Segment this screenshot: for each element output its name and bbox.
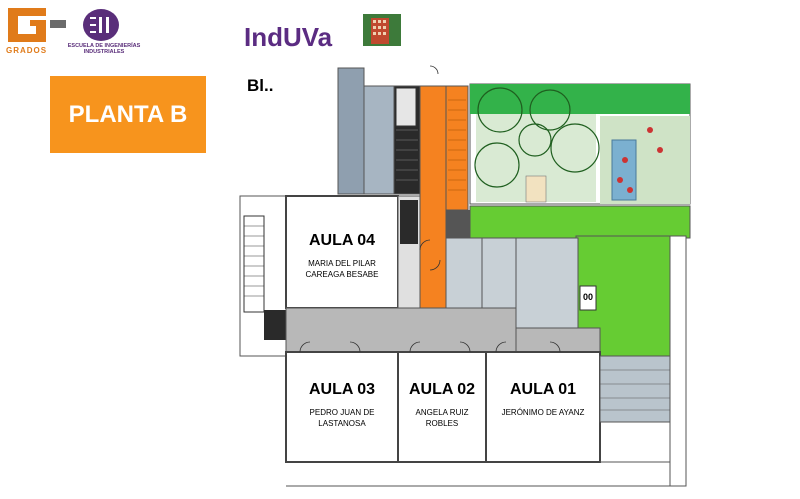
- aula-04-title: AULA 04: [308, 232, 376, 249]
- office-a: [445, 237, 483, 315]
- block-label: Bl..: [247, 76, 274, 95]
- aula-04-name: MARIA DEL PILAR CAREAGA BESABE: [305, 259, 379, 279]
- aula-01-name: JERÓNIMO DE AYANZ: [501, 408, 585, 417]
- aula-01-title: AULA 01: [509, 381, 577, 398]
- dark-mat: [264, 310, 286, 340]
- flowers: [617, 127, 663, 193]
- grados-logo-icon: [8, 8, 66, 42]
- eii-logo-icon: [83, 9, 119, 41]
- office-c: [515, 237, 579, 329]
- aula-02-title: AULA 02: [408, 381, 476, 398]
- stairwell-left-block: [337, 67, 365, 195]
- grados-logo-text: GRADOS: [6, 46, 48, 55]
- green-terrace-top: [469, 205, 691, 239]
- service-block: [363, 85, 395, 195]
- dark-column: [446, 210, 470, 238]
- aula-03-label-group: AULA 03 PEDRO JUAN DE LASTANOSA: [286, 381, 398, 429]
- aula-04-room: [285, 195, 399, 309]
- floor-label-badge: PLANTA B: [50, 76, 206, 153]
- small-room-label: 00: [582, 292, 593, 302]
- lift-shaft: [395, 87, 417, 127]
- orange-corridor: [419, 85, 447, 313]
- building-photo-icon: [363, 14, 401, 46]
- main-corridor: [285, 307, 517, 353]
- eii-logo-text: ESCUELA DE INGENIERÍAS INDUSTRIALES: [67, 43, 141, 55]
- hall-lower-right: [599, 355, 671, 423]
- orange-stair: [445, 85, 469, 211]
- office-b: [481, 237, 517, 315]
- aula-01-room: [485, 351, 601, 463]
- small-room-00: [579, 285, 597, 311]
- elevator-hatching: [396, 129, 418, 181]
- aula-03-name: PEDRO JUAN DE LASTANOSA: [309, 408, 375, 428]
- aula-02-label-group: AULA 02 ANGELA RUIZ ROBLES: [398, 381, 486, 429]
- induva-title: IndUVa: [244, 22, 333, 52]
- outer-wall-right: [669, 235, 687, 487]
- aula-03-title: AULA 03: [308, 381, 376, 398]
- aula-02-name: ANGELA RUIZ ROBLES: [415, 408, 469, 428]
- aula-01-label-group: AULA 01 JERÓNIMO DE AYANZ: [486, 381, 600, 418]
- aula-02-room: [397, 351, 487, 463]
- aula-03-room: [285, 351, 399, 463]
- aula-04-label-group: AULA 04 MARIA DEL PILAR CAREAGA BESABE: [286, 232, 398, 280]
- trees: [474, 87, 600, 188]
